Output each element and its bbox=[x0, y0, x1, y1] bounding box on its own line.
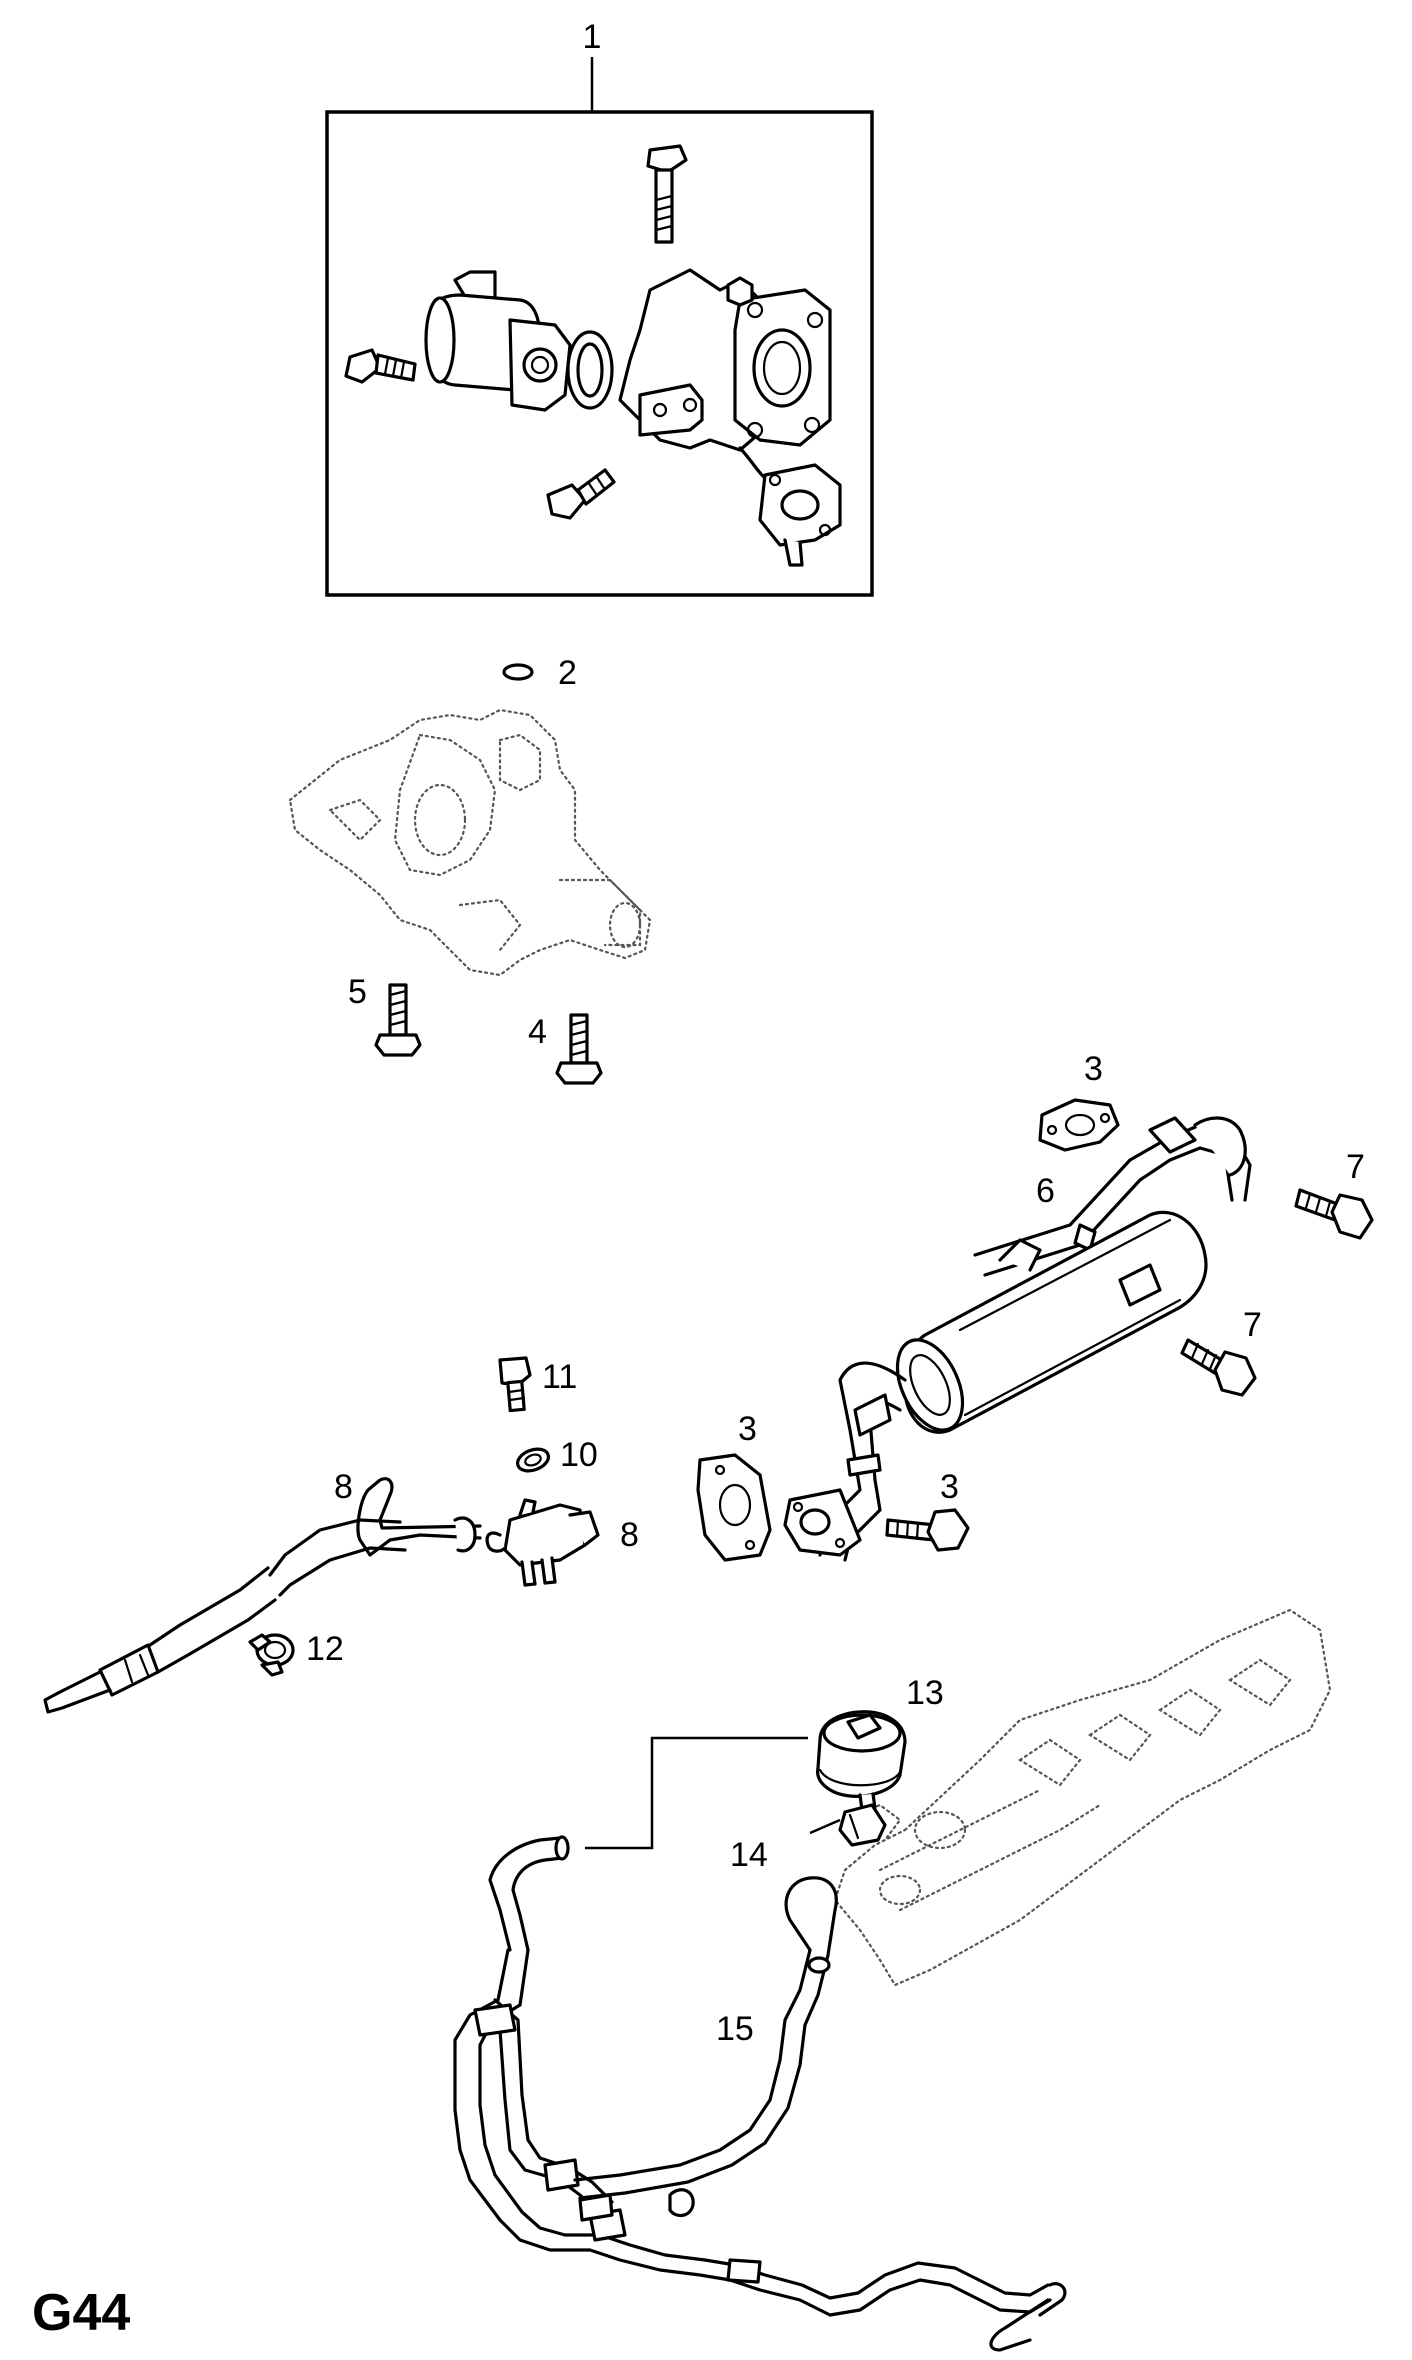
callout-5: 5 bbox=[348, 973, 367, 1011]
callout-12: 11 bbox=[542, 1358, 577, 1396]
callout-15: 14 bbox=[730, 1836, 768, 1874]
egr-valve-body[interactable] bbox=[618, 268, 842, 567]
bolt-7-upper[interactable] bbox=[1294, 1188, 1374, 1240]
callout-7b: 3 bbox=[940, 1468, 959, 1506]
egr-valve-kit-group: 1 bbox=[325, 18, 874, 597]
bolt-12[interactable] bbox=[498, 1356, 532, 1413]
callout-9: 8 bbox=[334, 1468, 353, 1506]
callout-10: 8 bbox=[620, 1516, 639, 1554]
vacuum-hose-9[interactable] bbox=[43, 1477, 482, 1714]
callout-8: 7 bbox=[1243, 1306, 1262, 1344]
page-code-label: G44 bbox=[32, 2284, 130, 2342]
o-ring[interactable] bbox=[502, 663, 534, 681]
callout-3a: 3 bbox=[1084, 1050, 1103, 1088]
connector-15[interactable] bbox=[838, 1803, 887, 1847]
callout-16: 15 bbox=[716, 2010, 754, 2048]
vacuum-solenoid-valve-10[interactable] bbox=[485, 1498, 600, 1587]
callout-7a: 7 bbox=[1346, 1148, 1365, 1186]
gasket-lower[interactable] bbox=[696, 1453, 772, 1562]
callout-11: 10 bbox=[560, 1436, 598, 1474]
callout-3b: 3 bbox=[738, 1410, 757, 1448]
vacuum-actuator-14[interactable] bbox=[816, 1710, 907, 1812]
leader-line-14-hose bbox=[585, 1736, 808, 1850]
bolt-4[interactable] bbox=[555, 1013, 603, 1085]
callout-4: 4 bbox=[528, 1013, 547, 1051]
kit-bolt-left[interactable] bbox=[344, 348, 417, 384]
callout-2: 2 bbox=[558, 654, 577, 692]
egr-solenoid-actuator[interactable] bbox=[424, 270, 572, 412]
bolt-5[interactable] bbox=[374, 983, 422, 1057]
vacuum-pipe-assembly-16[interactable] bbox=[453, 1835, 1067, 2352]
bolt-7-lower[interactable] bbox=[885, 1508, 970, 1552]
washer-11[interactable] bbox=[515, 1445, 552, 1475]
kit-bolt-top[interactable] bbox=[646, 144, 688, 244]
callout-14: 13 bbox=[906, 1674, 944, 1712]
ghost-pump-housing bbox=[288, 708, 652, 977]
kit-frame bbox=[325, 110, 874, 597]
hose-clamp-13[interactable] bbox=[248, 1633, 295, 1677]
gasket-upper[interactable] bbox=[1038, 1098, 1120, 1152]
callout-6: 6 bbox=[1036, 1172, 1055, 1210]
callout-1: 1 bbox=[583, 18, 602, 56]
egr-cooler-assembly[interactable] bbox=[783, 1116, 1252, 1562]
ghost-intake-manifold bbox=[833, 1608, 1332, 1987]
leader-line-15 bbox=[809, 1818, 841, 1835]
kit-seal-ring[interactable] bbox=[566, 330, 614, 410]
bolt-8[interactable] bbox=[1180, 1338, 1257, 1397]
callout-13: 12 bbox=[306, 1630, 344, 1668]
kit-bolt-bottom[interactable] bbox=[546, 468, 616, 520]
